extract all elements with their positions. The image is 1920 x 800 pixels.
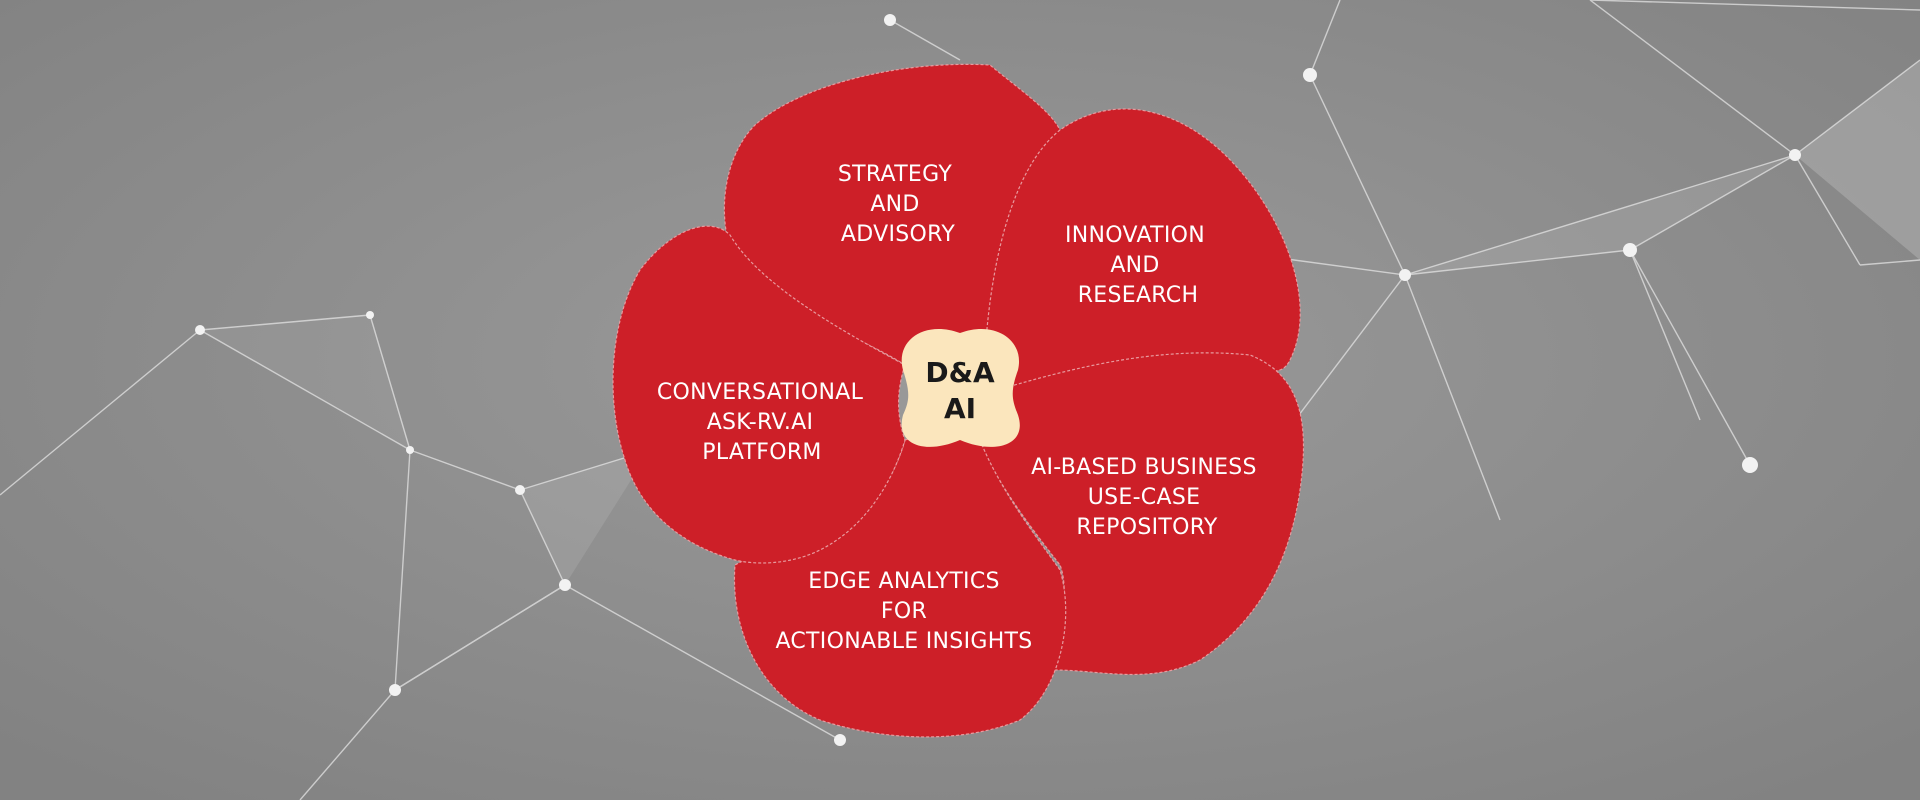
network-node <box>515 485 525 495</box>
ai-based-label-line-2: USE-CASE <box>1088 485 1201 510</box>
innovation-label-line-1: INNOVATION <box>1065 223 1205 248</box>
network-nodes <box>195 14 1801 746</box>
petals <box>612 63 1305 738</box>
strategy-label-line-2: AND <box>870 192 919 217</box>
edge-label-line-3: ACTIONABLE INSIGHTS <box>775 629 1032 654</box>
network-facet <box>1795 60 1920 260</box>
network-node <box>1742 457 1758 473</box>
network-facet <box>200 315 410 450</box>
center-hub-label-line-1: D&A <box>925 356 995 389</box>
strategy-label-line-3: ADVISORY <box>841 222 955 247</box>
network-node <box>834 734 846 746</box>
network-node <box>1399 269 1411 281</box>
petal-conversational-ask-rv-ai-platform[interactable] <box>612 225 906 564</box>
network-node <box>1303 68 1317 82</box>
network-node <box>366 311 374 319</box>
edge-label-line-1: EDGE ANALYTICS <box>808 569 1000 594</box>
petal-innovation-and-research[interactable] <box>984 108 1301 393</box>
network-node <box>1623 243 1637 257</box>
ai-based-label-line-3: REPOSITORY <box>1076 515 1218 540</box>
network-node <box>195 325 205 335</box>
conversational-label-line-2: ASK-RV.AI <box>707 410 814 435</box>
strategy-label-line-1: STRATEGY <box>838 162 953 187</box>
network-node <box>1789 149 1801 161</box>
petal-labels: STRATEGY AND ADVISORY INNOVATION AND RES… <box>657 162 1257 654</box>
edge-label-line-2: FOR <box>881 599 927 624</box>
center-hub-label-line-2: AI <box>944 392 976 425</box>
innovation-label-line-2: AND <box>1110 253 1159 278</box>
network-node <box>884 14 896 26</box>
network-facet <box>520 450 650 585</box>
center-hub: D&A AI <box>901 328 1020 447</box>
network-node <box>389 684 401 696</box>
network-node <box>406 446 414 454</box>
petal-ai-based-business-use-case-repository[interactable] <box>979 352 1305 676</box>
network-node <box>559 579 571 591</box>
conversational-label-line-3: PLATFORM <box>702 440 821 465</box>
ai-based-label-line-1: AI-BASED BUSINESS <box>1031 455 1257 480</box>
conversational-label-line-1: CONVERSATIONAL <box>657 380 864 405</box>
innovation-label-line-3: RESEARCH <box>1078 283 1199 308</box>
center-hub-shape[interactable] <box>901 328 1020 447</box>
